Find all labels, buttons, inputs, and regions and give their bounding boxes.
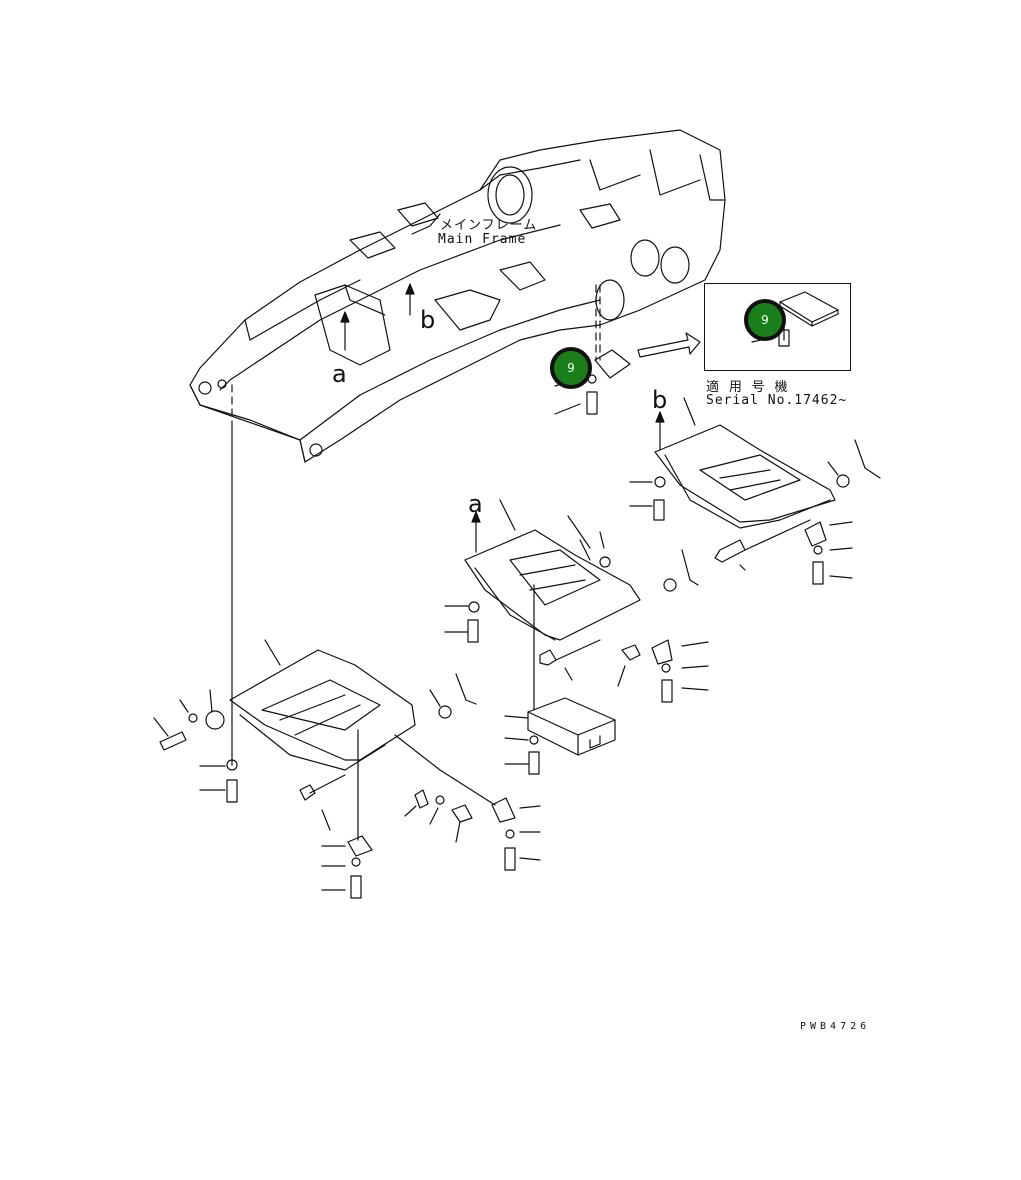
frame-arrows [340, 283, 415, 351]
arrow-label-b-frame: b [420, 306, 437, 334]
main-frame-leader [411, 213, 441, 235]
serial-label-jp: 適 用 号 機 [706, 380, 789, 395]
arrow-label-a-frame: a [332, 360, 348, 388]
dashed-leaders [231, 284, 601, 426]
main-frame-drawing [189, 129, 726, 463]
arrow-label-a-guard: a [468, 490, 484, 518]
main-frame-label-en: Main Frame [438, 232, 527, 247]
part-badge-inset[interactable]: 9 [744, 299, 786, 341]
main-frame-label-jp: メインフレーム [440, 218, 538, 233]
inset-detail-box [704, 283, 851, 371]
part-badge-main[interactable]: 9 [550, 347, 592, 389]
inset-pointer-arrow [637, 332, 701, 358]
arrow-label-b-guard: b [652, 386, 669, 414]
serial-label-en: Serial No.17462~ [706, 393, 848, 408]
guard-a [444, 499, 709, 775]
inset-plate [751, 291, 839, 347]
drawing-code: PWB4726 [800, 1021, 871, 1032]
guard-lower [153, 639, 541, 899]
guard-b [629, 397, 881, 585]
